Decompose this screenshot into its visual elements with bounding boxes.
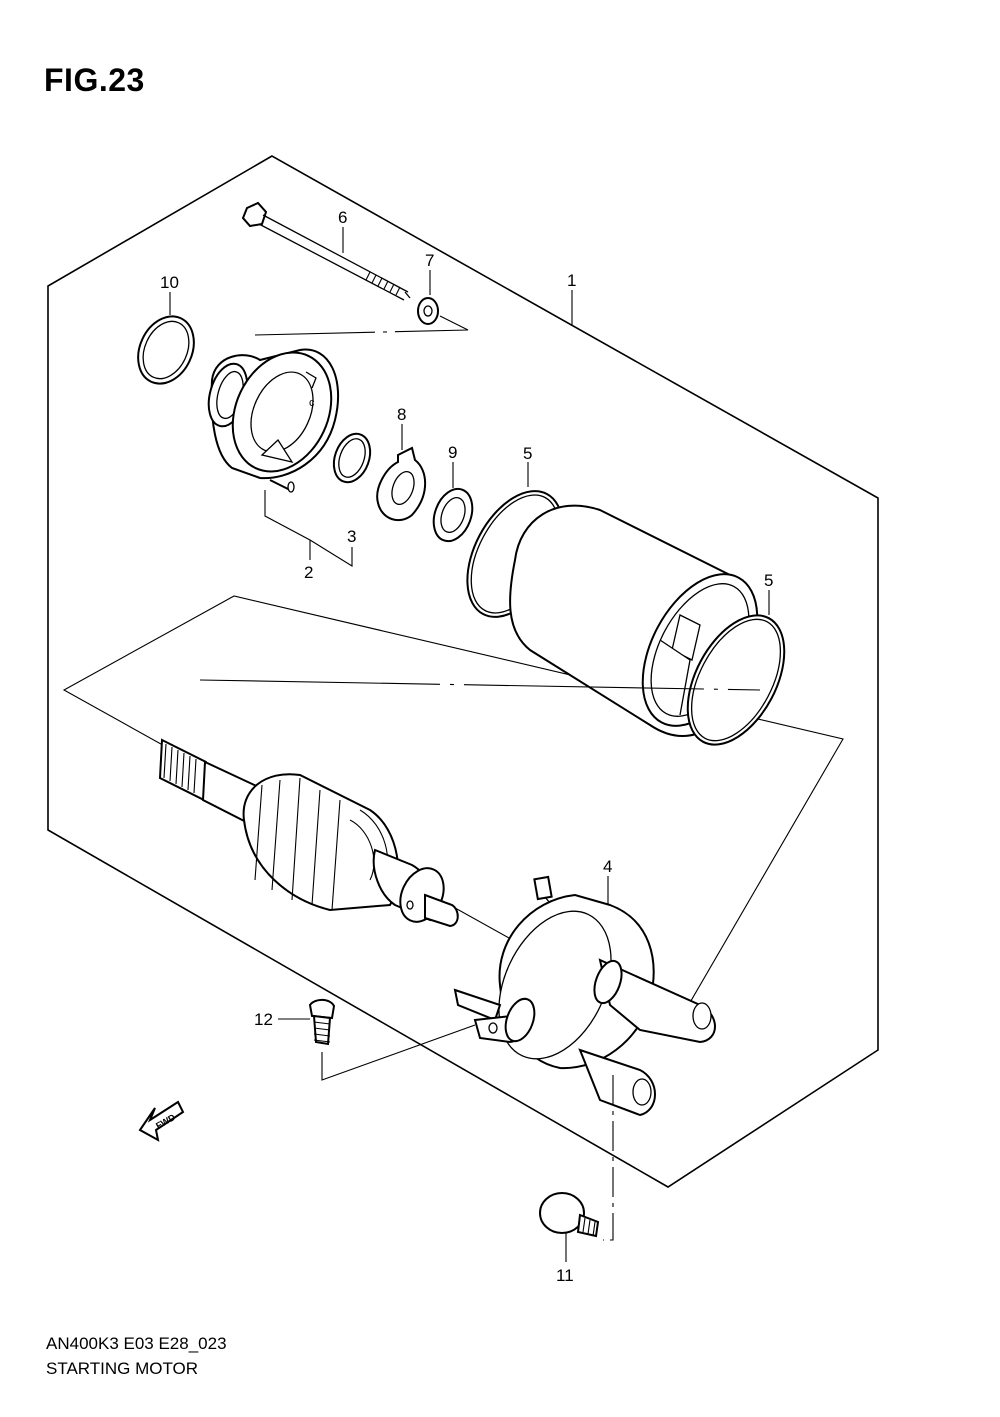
- bolt-reference-line-11: [603, 1075, 614, 1241]
- callout-12: 12: [254, 1010, 273, 1029]
- leader-2: [264, 490, 311, 560]
- callout-7: 7: [425, 251, 434, 270]
- section-name: STARTING MOTOR: [46, 1359, 199, 1378]
- callout-1: 1: [567, 271, 576, 290]
- front-end-cover: c: [207, 348, 340, 493]
- figure-title: FIG.23: [44, 62, 145, 98]
- model-code: AN400K3 E03 E28_023: [46, 1334, 227, 1353]
- callout-8: 8: [397, 405, 406, 424]
- through-bolt: [241, 201, 411, 301]
- armature-reference-line: [199, 679, 761, 691]
- screw-reference-line: [321, 1024, 476, 1081]
- o-ring-10: [137, 315, 195, 385]
- fwd-arrow-icon: FWD: [138, 1100, 185, 1142]
- armature: [158, 738, 459, 928]
- callout-10: 10: [160, 273, 179, 292]
- o-ring-3: [332, 432, 372, 484]
- callout-11: 11: [556, 1266, 574, 1285]
- lock-washer-8: [376, 446, 427, 522]
- svg-text:c: c: [309, 397, 315, 409]
- callout-5b: 5: [764, 571, 773, 590]
- callout-3: 3: [347, 527, 356, 546]
- o-ring-5-rear: [686, 614, 786, 746]
- callout-2: 2: [304, 563, 313, 582]
- callout-9: 9: [448, 443, 457, 462]
- bolt-11: [539, 1192, 600, 1238]
- washer-9: [432, 487, 474, 543]
- assembly-outline: [47, 155, 879, 1188]
- leader-3: [309, 539, 353, 567]
- callout-5a: 5: [523, 444, 532, 463]
- screw-12: [308, 998, 336, 1046]
- callout-6: 6: [338, 208, 347, 227]
- washer-7: [417, 297, 439, 325]
- bolt-reference-line: [254, 315, 469, 336]
- callout-4: 4: [603, 857, 612, 876]
- rear-bracket: [453, 875, 716, 1117]
